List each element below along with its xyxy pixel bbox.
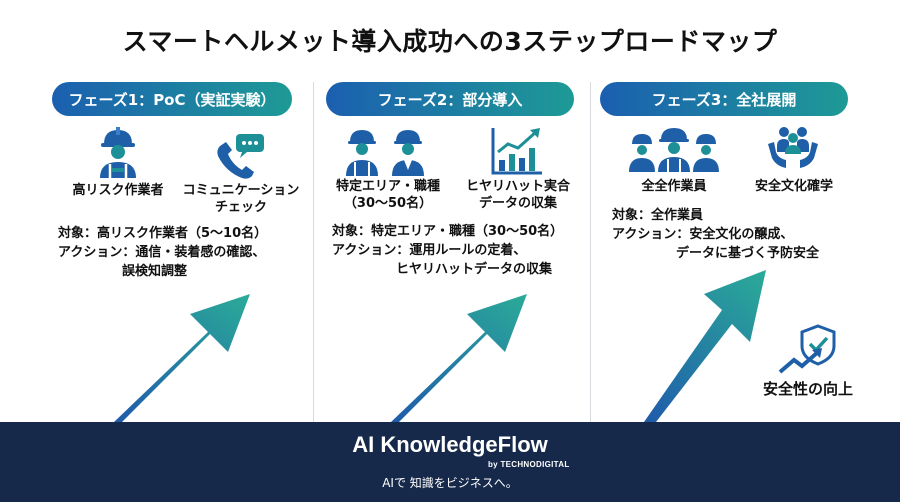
people-hands-icon <box>766 124 820 172</box>
phase-2-description: 対象：特定エリア・職種（30〜50名） アクション：運用ルールの定着、 ヒヤリハ… <box>332 222 563 279</box>
shield-growth-icon <box>778 324 848 376</box>
phase-2-action: アクション：運用ルールの定着、 <box>332 243 527 258</box>
footer-byline: by TECHNODIGITAL <box>488 460 570 469</box>
phase-3-pill: フェーズ3：全社展開 <box>600 82 848 116</box>
phase-3-target: 対象：全作業員 <box>612 208 704 223</box>
phase-1-target: 対象：高リスク作業者（5〜10名） <box>58 226 268 241</box>
phase-2-pill: フェーズ2：部分導入 <box>326 82 574 116</box>
phase-2-target: 対象：特定エリア・職種（30〜50名） <box>332 224 564 239</box>
page-title: スマートヘルメット導入成功への3ステップロードマップ <box>122 27 778 56</box>
phase-1-icon-1-label: 高リスク作業者 <box>72 183 164 198</box>
column-divider-1 <box>313 82 314 422</box>
three-workers-icon <box>628 124 720 172</box>
phase-2-icon-1-label: 特定エリア・職種 （30〜50名） <box>335 179 440 211</box>
phase-2-pill-label: フェーズ2：部分導入 <box>377 90 523 109</box>
phone-chat-icon <box>214 132 266 180</box>
phase-3-icon-1-label: 全全作業員 <box>641 179 707 194</box>
phase-1-action: アクション：通信・装着感の確認、 <box>58 245 266 260</box>
phase-3-description: 対象：全作業員 アクション：安全文化の醸成、 データに基づく予防安全 <box>612 206 819 263</box>
phase-3-action: アクション：安全文化の醸成、 <box>612 227 794 242</box>
phase-3-action-cont: データに基づく予防安全 <box>676 246 820 261</box>
footer-brand: AI KnowledgeFlow <box>352 432 548 457</box>
phase-1-pill-label: フェーズ1：PoC（実証実験） <box>68 90 276 109</box>
phase-1-description: 対象：高リスク作業者（5〜10名） アクション：通信・装着感の確認、 誤検知調整 <box>58 224 267 281</box>
phase-3-icon-2-label: 安全文化確学 <box>754 179 833 194</box>
worker-helmet-icon <box>90 124 146 178</box>
footer-tagline: AIで 知識をビジネスへ。 <box>382 476 518 490</box>
growth-chart-icon <box>490 126 544 176</box>
phase-3-badge-label: 安全性の向上 <box>762 380 853 398</box>
phase-1-icon-2-label: コミュニケーション チェック <box>182 183 300 215</box>
phase-2-icon-2-label: ヒヤリハット実合 データの収集 <box>465 179 570 211</box>
footer-bar: AI KnowledgeFlow by TECHNODIGITAL AIで 知識… <box>0 422 900 502</box>
phase-1-pill: フェーズ1：PoC（実証実験） <box>52 82 292 116</box>
phase-3-growth-arrow <box>600 262 770 422</box>
phase-2-growth-arrow <box>345 290 535 422</box>
phase-2-action-cont: ヒヤリハットデータの収集 <box>396 262 553 277</box>
phase-1-action-cont: 誤検知調整 <box>122 264 188 279</box>
two-workers-icon <box>342 124 432 176</box>
phase-3-pill-label: フェーズ3：全社展開 <box>651 90 797 109</box>
phase-1-growth-arrow <box>68 290 258 422</box>
column-divider-2 <box>590 82 591 422</box>
